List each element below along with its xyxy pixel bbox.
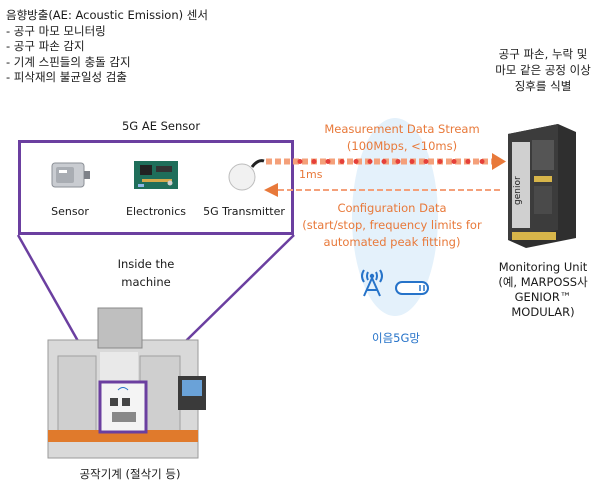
unit-brand-text: genior (513, 176, 523, 205)
sensor-component: Sensor (25, 157, 115, 218)
monitoring-unit-image: genior (508, 124, 576, 248)
network-label: 이음5G망 (372, 331, 420, 345)
sensor-icon (51, 162, 90, 188)
antenna-icon (361, 269, 429, 297)
configuration-arrow (264, 183, 500, 197)
inside-machine-label: Inside the machine (117, 257, 175, 289)
measurement-stream-arrow (266, 153, 506, 170)
electronics-component: Electronics (111, 157, 201, 218)
measurement-stream-text: Measurement Data Stream (100Mbps, <10ms) (324, 122, 480, 153)
transmitter-label: 5G Transmitter (203, 205, 285, 218)
feature-list: 음향방출(AE: Acoustic Emission) 센서 - 공구 마모 모… (6, 8, 208, 86)
feature-item: - 공구 파손 감지 (6, 39, 85, 53)
feature-item: - 기계 스핀들의 충돌 감지 (6, 54, 131, 69)
transmitter-icon (228, 159, 265, 191)
latency-label: 1ms (299, 168, 323, 181)
electronics-label: Electronics (126, 205, 186, 218)
transmitter-component: 5G Transmitter (199, 157, 289, 218)
sensor-title: 5G AE Sensor (121, 119, 201, 133)
feature-title: 음향방출(AE: Acoustic Emission) 센서 (6, 8, 208, 22)
feature-item: - 공구 마모 모니터링 (6, 23, 106, 38)
machine-tool-image (47, 307, 206, 459)
sensor-box: Sensor Electronics 5G Transmitter (18, 140, 294, 235)
monitoring-unit-label: Monitoring Unit (예, MARPOSS사 GENIOR™ MOD… (498, 260, 588, 319)
machine-caption: 공작기계 (절삭기 등) (79, 467, 181, 481)
circuit-board-icon (134, 161, 178, 189)
feature-item: - 피삭재의 불균일성 검출 (6, 70, 127, 84)
issue-detection-text: 공구 파손, 누락 및 마모 같은 공정 이상 징후를 식별 (495, 47, 591, 93)
configuration-text: Configuration Data (start/stop, frequenc… (302, 201, 482, 249)
sensor-label: Sensor (51, 205, 89, 218)
